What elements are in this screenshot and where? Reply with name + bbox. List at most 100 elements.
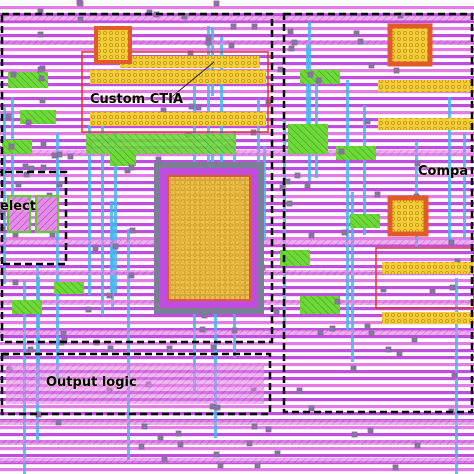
poly-patch xyxy=(54,282,84,294)
contact xyxy=(296,387,303,394)
metal3-track xyxy=(101,118,104,315)
metal-track xyxy=(0,139,474,143)
ctia-feedback-region xyxy=(86,134,236,154)
metal-track xyxy=(0,468,474,472)
metal-track xyxy=(0,104,474,108)
comparator-nwell xyxy=(375,247,474,309)
contact xyxy=(40,164,47,171)
contact xyxy=(128,272,135,279)
output-logic-block xyxy=(6,364,264,404)
contact xyxy=(214,404,221,411)
contact xyxy=(37,66,44,73)
contact xyxy=(414,160,421,167)
metal-track xyxy=(0,132,474,136)
contact xyxy=(77,16,84,23)
contact xyxy=(251,423,258,430)
contact xyxy=(107,345,114,352)
contact xyxy=(56,181,63,188)
contact xyxy=(92,245,99,252)
contact xyxy=(367,427,374,434)
comparator-diffusion-3 xyxy=(382,262,474,274)
contact xyxy=(5,113,12,120)
poly-patch xyxy=(2,140,32,154)
contact xyxy=(12,279,19,286)
contact xyxy=(23,171,30,178)
ctia-diffusion-band-1 xyxy=(90,70,266,84)
contact xyxy=(288,45,295,52)
poly-patch xyxy=(12,300,42,314)
contact xyxy=(177,441,184,448)
comparator-block xyxy=(288,23,474,324)
ctia-nwell-outline xyxy=(81,51,269,133)
block-boundaries xyxy=(0,12,474,416)
integration-capacitor xyxy=(154,162,264,314)
contact xyxy=(277,66,284,73)
contact xyxy=(37,31,44,38)
select-transistor-1 xyxy=(7,195,31,233)
ctia-diffusion-band-3 xyxy=(120,56,260,68)
metal-track xyxy=(0,335,474,339)
contact xyxy=(451,372,458,379)
metal-track xyxy=(0,356,474,360)
metal3-track xyxy=(88,125,91,295)
contact xyxy=(199,326,206,333)
contact xyxy=(246,440,253,447)
contact xyxy=(429,288,436,295)
metal-track xyxy=(0,160,474,164)
metal-track xyxy=(0,97,474,101)
poly-patch xyxy=(8,72,48,88)
contact xyxy=(307,71,314,78)
metal-track xyxy=(0,412,474,416)
diffusion-strip xyxy=(0,16,474,21)
contact xyxy=(213,0,220,7)
metal-track xyxy=(0,34,474,38)
contact xyxy=(188,103,195,110)
contact xyxy=(85,306,92,313)
output-cell-row xyxy=(6,364,264,404)
poly-patches xyxy=(2,70,380,314)
metal3-track xyxy=(308,22,311,181)
contact xyxy=(287,28,294,35)
comparator-poly xyxy=(288,124,328,154)
poly-patch xyxy=(20,110,56,124)
metal-track xyxy=(0,125,474,129)
contact xyxy=(411,336,418,343)
contact xyxy=(55,419,62,426)
contact xyxy=(166,345,173,352)
contact xyxy=(38,75,45,82)
metal3-track xyxy=(257,99,260,189)
contact xyxy=(334,298,341,305)
contact xyxy=(141,423,148,430)
comparator-diffusion-4 xyxy=(382,312,474,324)
metal3-track xyxy=(114,132,117,293)
metal3-track xyxy=(11,97,14,228)
contact xyxy=(396,350,403,357)
contact xyxy=(357,38,364,45)
select-transistor-2 xyxy=(35,195,59,233)
metal3-track xyxy=(363,105,366,235)
contact xyxy=(392,464,399,471)
contact xyxy=(129,227,136,234)
contact xyxy=(449,284,456,291)
output-boundary xyxy=(0,352,272,416)
metal3-track xyxy=(3,107,6,284)
contact xyxy=(56,151,63,158)
contact xyxy=(265,426,272,433)
metal-track xyxy=(0,454,474,458)
select-block xyxy=(7,195,59,233)
contact xyxy=(380,286,387,293)
capacitor-top-plate xyxy=(174,182,244,294)
contact xyxy=(251,23,258,30)
diffusion-strip xyxy=(0,420,474,425)
contact xyxy=(217,462,224,469)
metal-track xyxy=(0,433,474,437)
metal-track xyxy=(0,6,474,10)
contact xyxy=(195,104,202,111)
contact xyxy=(364,323,371,330)
contact xyxy=(161,456,168,463)
contact xyxy=(205,34,212,41)
ctia-label-leader xyxy=(167,61,215,101)
contact xyxy=(138,443,145,450)
metal-track xyxy=(0,349,474,353)
metal3-track xyxy=(448,97,451,244)
